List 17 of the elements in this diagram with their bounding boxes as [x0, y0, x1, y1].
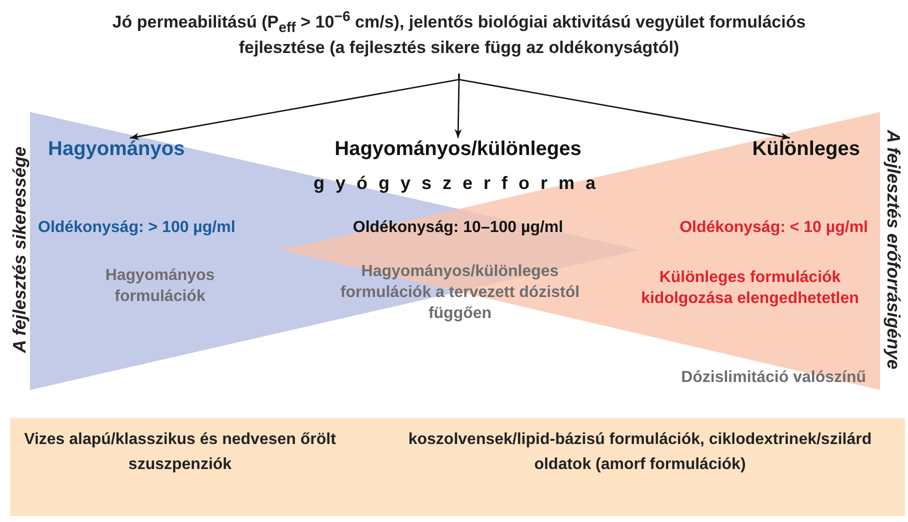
formulation-note: Hagyományos/különleges formulációk a tervezett dózistól függően: [339, 262, 581, 324]
category-title: Különleges: [752, 136, 860, 162]
formulation-note: Hagyományos formulációk: [104, 266, 216, 307]
solubility-label: Oldékonyság: > 100 µg/ml: [38, 218, 236, 238]
category-title: Hagyományos: [48, 136, 185, 162]
arrow: [458, 74, 790, 140]
formulation-note: Különleges formulációk kidolgozása elengedhetetlen: [640, 268, 860, 309]
solubility-label: Oldékonyság: 10–100 µg/ml: [352, 218, 564, 238]
dosage-form-label: gyógyszerforma: [312, 172, 608, 195]
solubility-label: Oldékonyság: < 10 µg/ml: [680, 218, 868, 238]
heading-text: Jó permeabilitású (P$_{eff}$ > 10$^{−6}$ cm/s), jelentős biológiai aktivitású vegyület formulációs fejlesztése (a fejlesztés sikere függ az oldékonyságtól): [84, 8, 834, 60]
dose-note: Dózislimitáció valószínű: [681, 368, 866, 388]
axis-caption: A fejlesztés sikeressége: [8, 145, 30, 356]
technology-text: Vizes alapú/klasszikus és nedvesen őrölt szuszpenziók: [23, 430, 337, 475]
technology-text: koszolvensek/lipid-bázisú formulációk, ciklodextrinek/szilárd oldatok (amorf formulációk): [407, 430, 873, 475]
category-title: Hagyományos/különleges: [300, 136, 616, 162]
axis-caption: A fejlesztés erőforrásigénye: [882, 130, 905, 370]
